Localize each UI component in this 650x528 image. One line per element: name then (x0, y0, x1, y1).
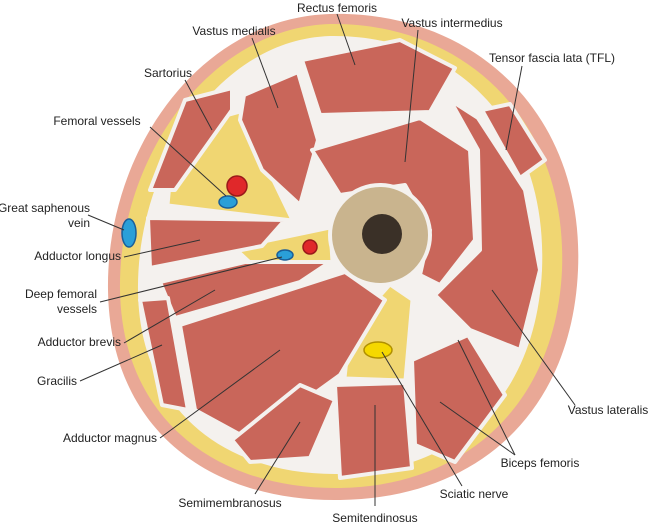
label-vastus-intermedius: Vastus intermedius (401, 16, 502, 30)
label-adductor-brevis: Adductor brevis (38, 335, 121, 349)
label-tfl: Tensor fascia lata (TFL) (489, 51, 615, 65)
gracilis-muscle (138, 296, 190, 412)
leader-vastus-intermedius (404, 29, 419, 163)
tfl-muscle (480, 102, 547, 180)
semitendinosus-muscle (333, 381, 414, 480)
leader-deep-femoral (99, 256, 283, 303)
label-sciatic-nerve: Sciatic nerve (440, 487, 509, 501)
leader-sartorius (184, 79, 213, 131)
femoral-artery-icon (226, 175, 248, 197)
vastus-medialis-muscle (238, 70, 320, 207)
leader-vastus-lateralis (491, 289, 576, 406)
leader-adductor-magnus (159, 349, 281, 439)
sartorius-muscle (148, 86, 234, 192)
label-biceps-femoris: Biceps femoris (501, 456, 580, 470)
label-vastus-medialis: Vastus medialis (192, 24, 275, 38)
label-gracilis: Gracilis (37, 374, 77, 388)
leader-sciatic-nerve (381, 351, 463, 487)
biceps-femoris-muscle (410, 333, 507, 464)
leader-adductor-longus (123, 239, 201, 258)
label-vastus-lateralis: Vastus lateralis (568, 403, 648, 417)
rectus-femoris-muscle (300, 38, 457, 117)
label-great-saphenous-1: Great saphenous (0, 201, 90, 215)
leader-vastus-medialis (251, 37, 279, 109)
deep-femoral-vein-icon (276, 249, 294, 261)
leader-semimembranosus (254, 421, 301, 495)
leader-biceps-femoris-2 (439, 401, 516, 456)
label-femoral-vessels: Femoral vessels (53, 114, 140, 128)
label-adductor-magnus: Adductor magnus (63, 431, 157, 445)
label-semimembranosus: Semimembranosus (178, 496, 281, 510)
label-adductor-longus: Adductor longus (34, 249, 121, 263)
label-rectus-femoris: Rectus femoris (297, 1, 377, 15)
great-saphenous-vein-icon (121, 218, 137, 248)
deep-femoral-artery-icon (302, 239, 318, 255)
vastus-lateralis-muscle (433, 98, 542, 352)
leader-biceps-femoris-1 (457, 339, 516, 456)
leader-adductor-brevis (123, 289, 216, 344)
femoral-vein-icon (218, 195, 238, 209)
femur-marrow (362, 214, 402, 254)
leader-rectus-femoris (336, 13, 356, 66)
label-great-saphenous-2: vein (68, 216, 90, 230)
sciatic-nerve-icon (363, 341, 393, 359)
label-sartorius: Sartorius (144, 66, 192, 80)
leader-great-saphenous (87, 214, 125, 231)
leader-femoral-vessels (149, 126, 227, 197)
semimembranosus-muscle (230, 383, 337, 464)
leader-gracilis (79, 344, 163, 382)
label-deep-femoral-1: Deep femoral (25, 287, 97, 301)
label-semitendinosus: Semitendinosus (332, 511, 417, 525)
leader-tfl (505, 65, 523, 151)
label-deep-femoral-2: vessels (57, 302, 97, 316)
